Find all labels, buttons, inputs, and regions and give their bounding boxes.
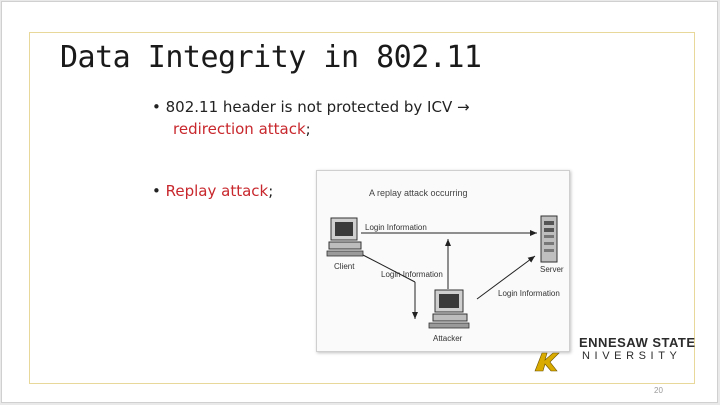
university-logo-mark xyxy=(534,352,560,372)
bullet-1-text: 802.11 header is not protected by ICV xyxy=(165,98,453,116)
bullet-1-red-text: redirection attack xyxy=(173,120,306,138)
login-info-label: Login Information xyxy=(365,223,427,232)
attacker-label: Attacker xyxy=(433,334,463,343)
server-label: Server xyxy=(540,265,564,274)
slide-title: Data Integrity in 802.11 xyxy=(60,40,482,75)
login-info-label: Login Information xyxy=(498,289,560,298)
attacker-computer-icon xyxy=(428,289,470,329)
client-computer-icon xyxy=(326,217,364,257)
bullet-1-continuation: redirection attack; xyxy=(173,118,311,140)
bullet-2-red-text: Replay attack xyxy=(165,182,269,200)
slide-frame xyxy=(29,32,695,384)
bullet-2-tail: ; xyxy=(268,182,274,200)
server-tower-icon xyxy=(540,215,558,263)
page-number: 20 xyxy=(654,386,663,395)
bullet-2: • Replay attack; xyxy=(152,180,273,202)
bullet-marker: • xyxy=(152,98,161,116)
bullet-marker: • xyxy=(152,182,161,200)
university-logo-line2: NIVERSITY xyxy=(582,350,682,362)
bullet-1: • 802.11 header is not protected by ICV … xyxy=(152,96,470,118)
university-logo-line1: ENNESAW STATE xyxy=(579,335,696,350)
login-info-label: Login Information xyxy=(381,270,443,279)
replay-attack-diagram xyxy=(326,215,558,329)
client-label: Client xyxy=(334,262,355,271)
bullet-1-tail: ; xyxy=(305,120,311,138)
replay-attack-figure: A replay attack occurring Login Informat… xyxy=(316,170,570,352)
arrow-right-icon: → xyxy=(457,98,470,116)
figure-title: A replay attack occurring xyxy=(369,188,468,198)
